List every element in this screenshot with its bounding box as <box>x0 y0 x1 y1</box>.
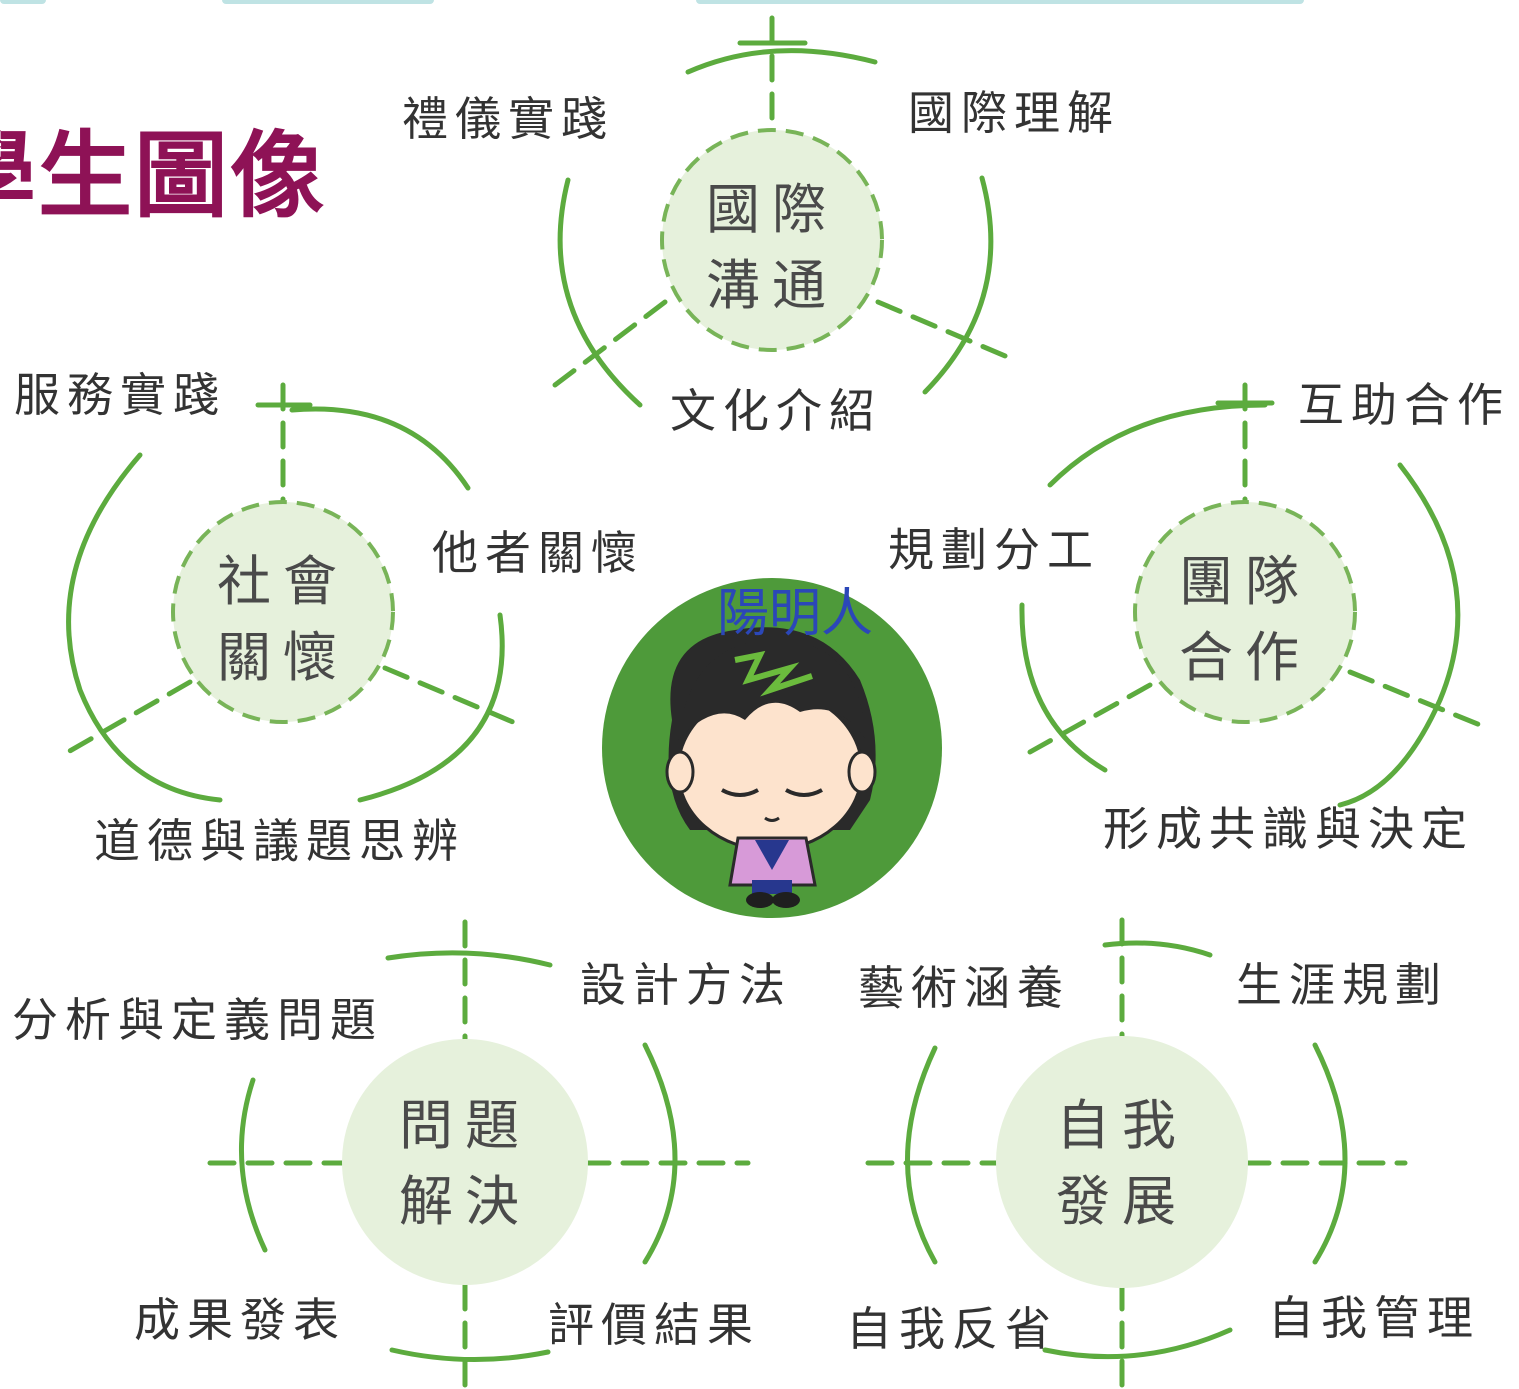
item-label: 藝術涵養 <box>858 961 1070 1015</box>
cluster-international-lines <box>552 15 1013 408</box>
girl-student-icon <box>665 627 877 908</box>
item-label: 形成共識與決定 <box>1103 802 1474 856</box>
item-label: 他者關懷 <box>432 526 644 580</box>
cluster-social-lines <box>65 382 523 803</box>
core-label-team: 團隊 合作 <box>1145 544 1345 695</box>
core-circles <box>171 128 1357 1288</box>
item-label: 自我管理 <box>1268 1291 1480 1345</box>
top-bar-right <box>696 0 1304 4</box>
item-label: 文化介紹 <box>670 384 882 438</box>
item-label: 成果發表 <box>134 1293 346 1347</box>
center-label: 陽明人 <box>716 584 873 644</box>
item-label: 規劃分工 <box>888 523 1100 577</box>
core-circle-self <box>996 1036 1248 1288</box>
item-label: 評價結果 <box>548 1298 760 1352</box>
core-circle-social <box>171 500 395 724</box>
spoke <box>1347 669 1483 728</box>
core-line-2: 關懷 <box>217 625 349 689</box>
cluster-self-lines <box>865 917 1408 1389</box>
arc <box>1047 402 1268 488</box>
top-bar-left <box>0 0 46 4</box>
item-label: 互助合作 <box>1298 378 1510 432</box>
core-line-1: 自我 <box>1056 1094 1188 1157</box>
arc <box>1019 602 1108 773</box>
page-title: 學生圖像 <box>0 122 327 231</box>
cluster-team-lines <box>1019 382 1483 808</box>
arc <box>385 950 553 968</box>
core-line-1: 國際 <box>706 178 838 241</box>
arc <box>1042 1327 1233 1360</box>
arc <box>642 1042 678 1265</box>
arc <box>905 1045 938 1265</box>
arc <box>389 1347 551 1363</box>
arc <box>357 612 505 803</box>
core-circle-problem <box>342 1039 588 1285</box>
arc <box>1102 940 1213 958</box>
top-bar-middle <box>222 0 434 4</box>
core-line-1: 社會 <box>217 550 349 613</box>
item-label: 道德與議題思辨 <box>94 814 465 868</box>
core-line-2: 解決 <box>399 1169 531 1233</box>
core-line-1: 團隊 <box>1179 550 1311 613</box>
core-line-2: 溝通 <box>706 253 838 317</box>
arc <box>238 1077 268 1253</box>
core-line-2: 發展 <box>1056 1169 1188 1233</box>
core-label-international: 國際 溝通 <box>672 172 872 323</box>
core-circle-team <box>1133 500 1357 724</box>
cluster-problem-lines <box>207 919 751 1389</box>
core-line-1: 問題 <box>399 1094 531 1157</box>
spoke <box>552 299 668 388</box>
item-label: 設計方法 <box>580 958 792 1012</box>
arc <box>1337 462 1461 808</box>
spoke <box>1027 682 1153 755</box>
arc <box>1312 1042 1348 1265</box>
core-label-social: 社會 關懷 <box>183 544 383 695</box>
spoke <box>65 679 193 755</box>
arc <box>66 452 223 803</box>
arc <box>685 48 878 75</box>
core-label-problem: 問題 解決 <box>365 1088 565 1239</box>
spoke <box>382 665 523 728</box>
spoke <box>875 299 1013 361</box>
core-label-self: 自我 發展 <box>1022 1088 1222 1239</box>
item-label: 禮儀實踐 <box>402 92 614 146</box>
item-label: 自我反省 <box>846 1302 1058 1356</box>
item-label: 分析與定義問題 <box>12 993 383 1047</box>
item-label: 服務實踐 <box>14 368 226 422</box>
core-circle-international <box>660 128 884 352</box>
arc <box>289 406 471 491</box>
core-line-2: 合作 <box>1179 625 1311 689</box>
item-label: 國際理解 <box>908 86 1120 140</box>
item-label: 生涯規劃 <box>1236 958 1448 1012</box>
arc <box>557 177 643 408</box>
arc <box>922 175 994 395</box>
